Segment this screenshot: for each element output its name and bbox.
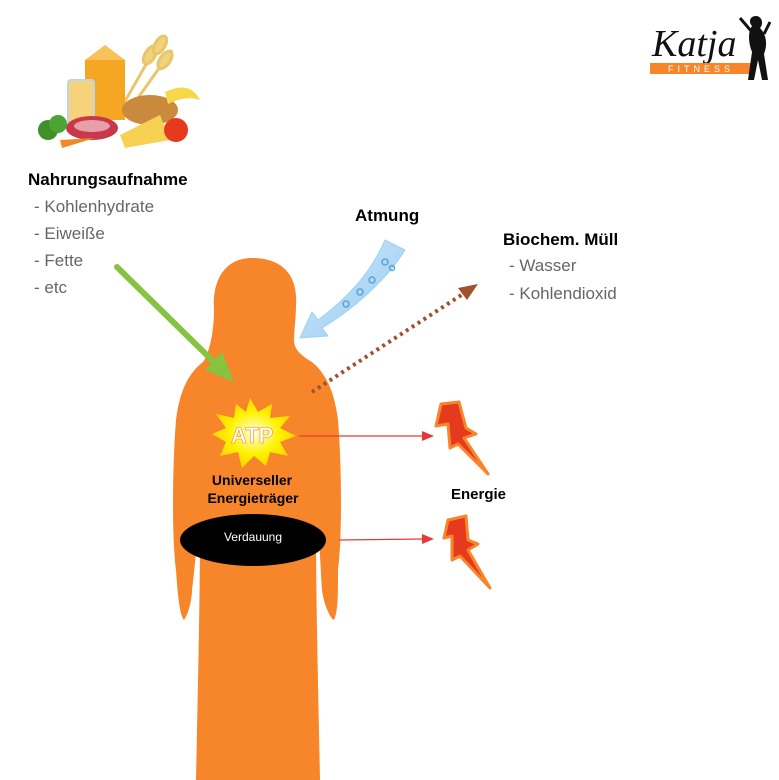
katja-fitness-logo: Katja FITNESS [650, 16, 772, 80]
verdauung-label: Verdauung [224, 530, 282, 544]
atp-caption-line1: Universeller [212, 472, 293, 488]
energy-arrow-verdauung [338, 534, 434, 544]
food-title: Nahrungsaufnahme [28, 170, 188, 189]
atp-label: ATP [231, 423, 273, 448]
energy-arrow-atp [299, 431, 434, 441]
atp-caption-line2: Energieträger [207, 490, 299, 506]
waste-arrow [310, 284, 478, 394]
food-item: - Eiweiße [34, 224, 105, 243]
waste-item: - Wasser [509, 256, 577, 275]
food-item: - Fette [34, 251, 84, 270]
food-arrow [114, 264, 234, 382]
food-item: - Kohlenhydrate [34, 197, 155, 216]
verdauung-ellipse [180, 514, 326, 566]
waste-title: Biochem. Müll [503, 230, 619, 249]
energie-label: Energie [451, 486, 507, 503]
food-item: - etc [34, 278, 68, 297]
breath-arrow [299, 239, 406, 339]
waste-item: - Kohlendioxid [509, 284, 617, 303]
lightning-bolt-upper [434, 400, 490, 476]
svg-text:FITNESS: FITNESS [668, 64, 734, 74]
atmung-label: Atmung [355, 206, 420, 225]
svg-text:Katja: Katja [651, 23, 736, 65]
atp-star [212, 398, 296, 468]
lightning-bolt-lower [442, 514, 492, 590]
food-illustration [38, 34, 200, 148]
